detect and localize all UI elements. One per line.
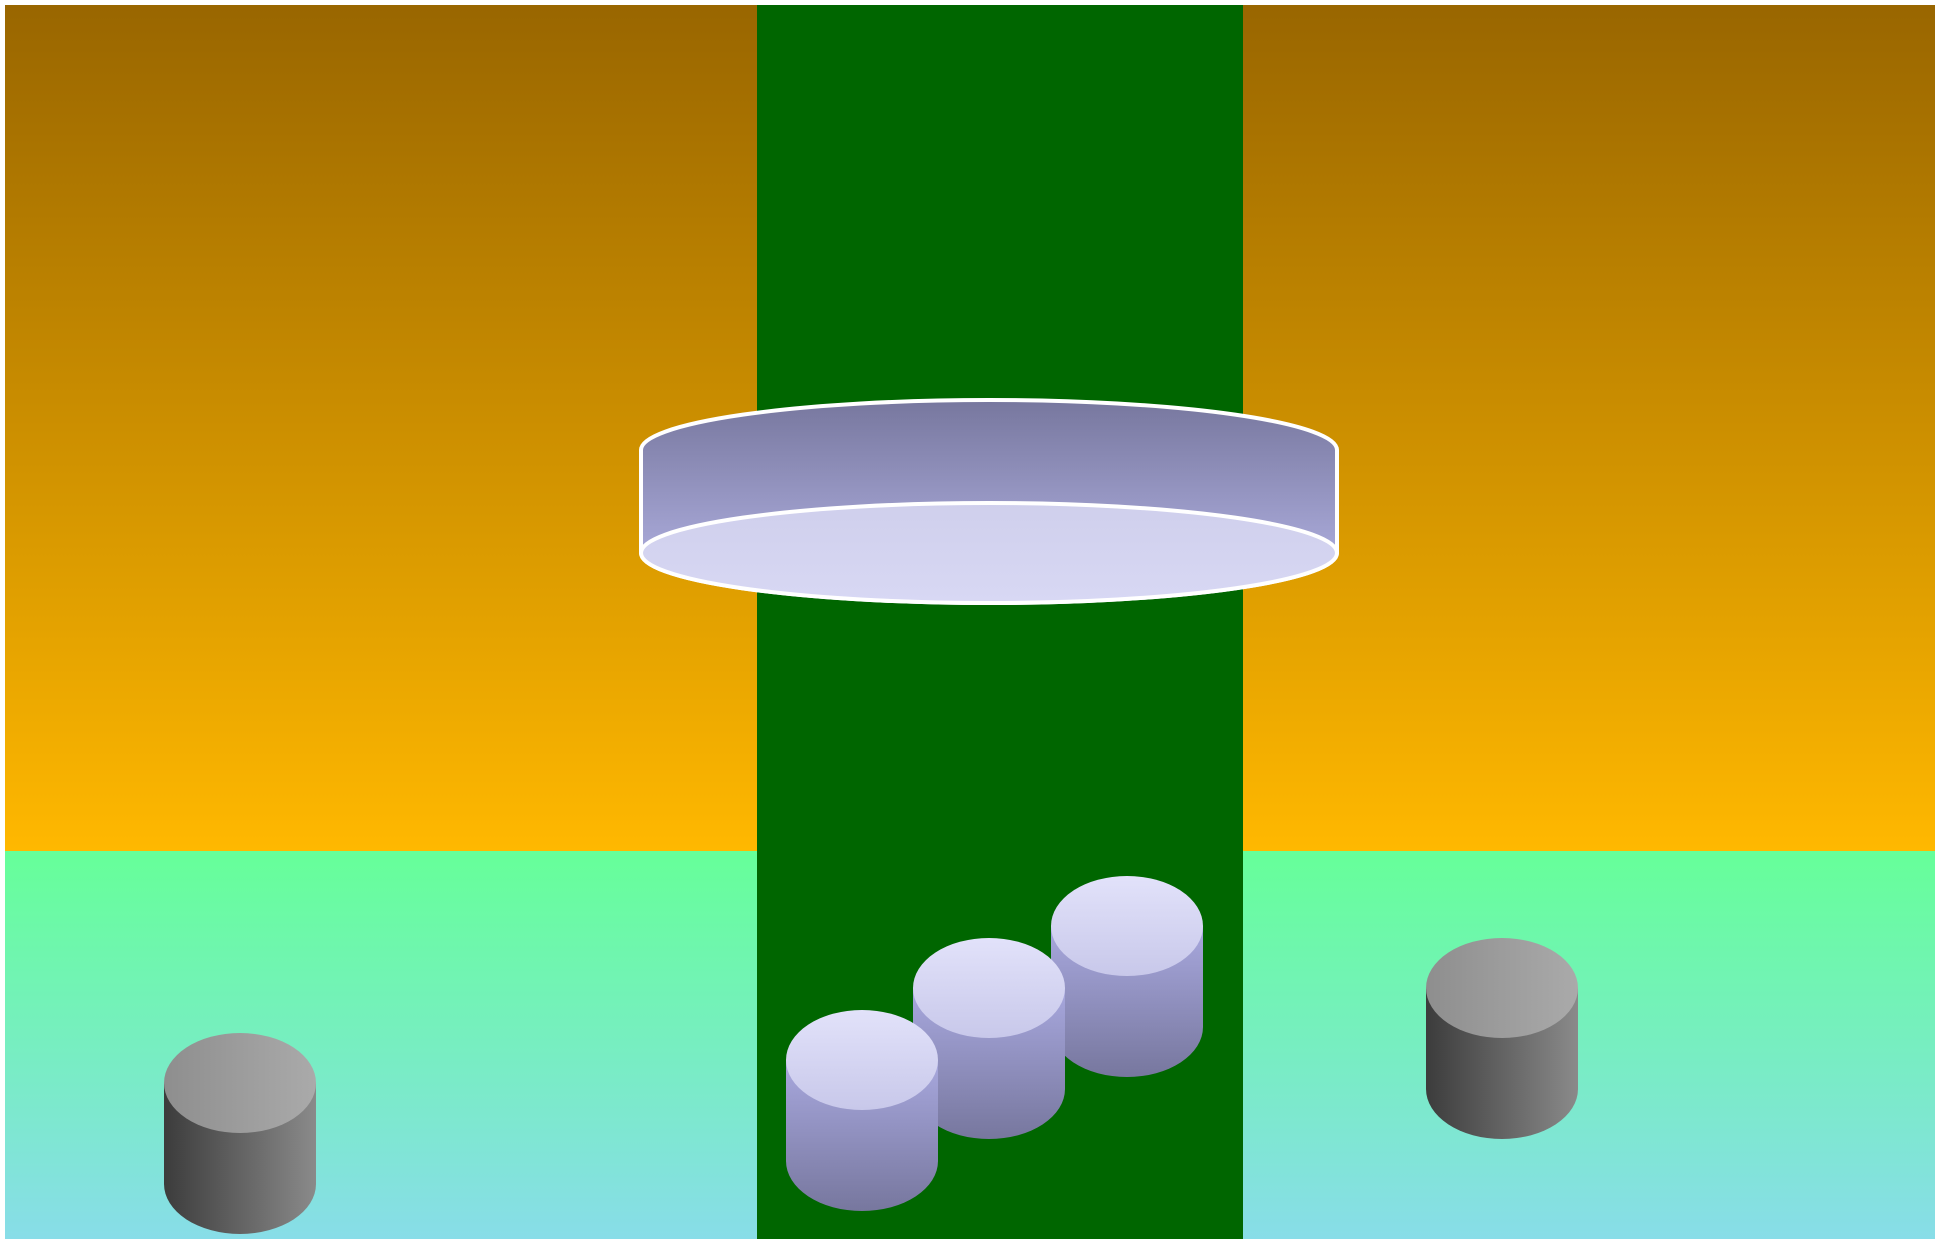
gray-cylinder-right	[1426, 938, 1578, 1139]
blue-cylinder-top	[1051, 876, 1203, 976]
platform-top	[641, 503, 1337, 603]
blue-cylinder-back	[1051, 876, 1203, 1077]
gray-cylinder-top	[164, 1033, 316, 1133]
blue-cylinder-top	[913, 938, 1065, 1038]
blue-cylinder-front	[786, 1010, 938, 1211]
gray-cylinder-left	[164, 1033, 316, 1234]
blue-cylinder-top	[786, 1010, 938, 1110]
platform-disk	[641, 400, 1337, 603]
gray-cylinder-top	[1426, 938, 1578, 1038]
